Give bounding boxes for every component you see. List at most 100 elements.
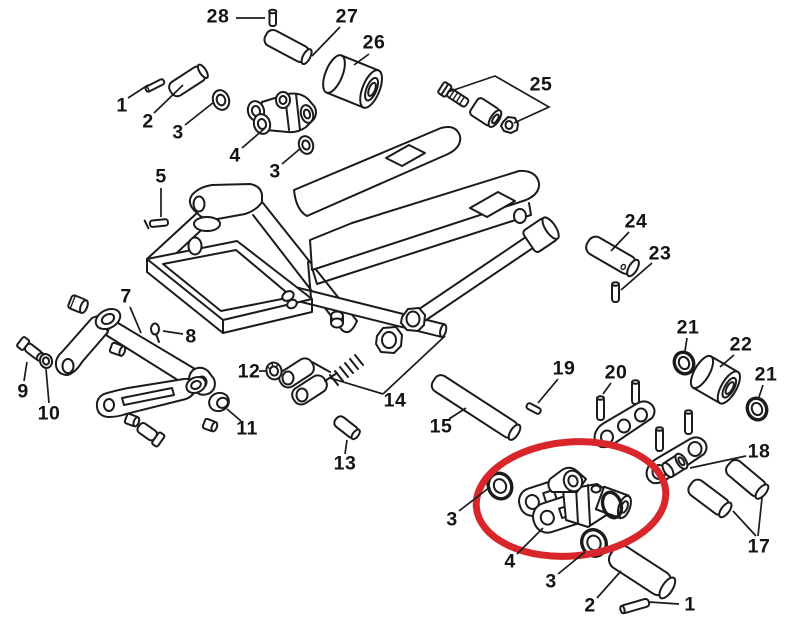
part-label-5: 5 bbox=[155, 165, 167, 188]
part-19-pin bbox=[525, 402, 542, 415]
part-label-3: 3 bbox=[545, 570, 557, 593]
part-label-17: 17 bbox=[747, 535, 771, 558]
leader-line bbox=[447, 75, 551, 124]
part-9-pin bbox=[16, 336, 45, 362]
leader-line bbox=[162, 330, 184, 335]
part-label-26: 26 bbox=[362, 31, 386, 54]
leader-line bbox=[557, 551, 586, 575]
link-pin bbox=[631, 379, 693, 452]
leader-line bbox=[226, 408, 242, 422]
leader-line bbox=[648, 601, 680, 605]
leader-line bbox=[281, 147, 302, 165]
part-28-pin bbox=[268, 8, 278, 27]
part-14-adjusting-clevis bbox=[278, 307, 426, 406]
part-8-pin bbox=[150, 322, 160, 343]
part-11-bushing bbox=[208, 391, 230, 413]
leader-line bbox=[23, 361, 28, 382]
part-17-pin bbox=[687, 478, 733, 519]
part-label-3: 3 bbox=[172, 121, 184, 144]
leader-line bbox=[516, 527, 544, 555]
part-3-washer bbox=[211, 89, 231, 111]
part-label-9: 9 bbox=[17, 380, 29, 403]
part-label-24: 24 bbox=[624, 210, 648, 233]
part-20-pin bbox=[596, 395, 605, 421]
leader-line bbox=[329, 377, 384, 395]
leader-line bbox=[45, 368, 50, 404]
pylon-bushing bbox=[67, 294, 89, 315]
part-label-20: 20 bbox=[604, 361, 628, 384]
leader-line bbox=[344, 439, 348, 455]
part-label-7: 7 bbox=[120, 285, 132, 308]
part-label-27: 27 bbox=[335, 5, 359, 28]
leader-line bbox=[382, 335, 446, 395]
leader-line bbox=[610, 231, 630, 252]
part-label-19: 19 bbox=[552, 357, 576, 380]
part-4-yoke bbox=[246, 91, 317, 135]
part-label-1: 1 bbox=[684, 593, 696, 616]
part-label-3: 3 bbox=[446, 508, 458, 531]
leader-line bbox=[719, 354, 735, 368]
part-label-28: 28 bbox=[206, 5, 230, 28]
part-label-8: 8 bbox=[185, 325, 197, 348]
part-3-washer bbox=[297, 135, 315, 155]
leader-line bbox=[311, 26, 341, 57]
leader-line bbox=[448, 407, 467, 420]
part-1-pin bbox=[619, 597, 651, 615]
part-13-pin bbox=[333, 415, 361, 441]
leader-line bbox=[184, 101, 215, 126]
part-label-18: 18 bbox=[747, 440, 771, 463]
bell-crank-arm bbox=[95, 341, 219, 448]
leader-line bbox=[602, 382, 612, 395]
leader-line bbox=[758, 384, 764, 398]
leader-line bbox=[241, 128, 265, 149]
part-1-pin bbox=[144, 78, 166, 93]
part-label-13: 13 bbox=[333, 452, 357, 475]
leader-lines bbox=[23, 17, 764, 605]
leader-line bbox=[596, 570, 622, 599]
part-label-25: 25 bbox=[529, 73, 553, 96]
leader-line bbox=[153, 84, 184, 114]
leader-line bbox=[757, 497, 763, 537]
part-label-15: 15 bbox=[429, 415, 453, 438]
part-7-lever-arm bbox=[54, 307, 216, 396]
part-label-22: 22 bbox=[729, 333, 753, 356]
part-label-4: 4 bbox=[229, 144, 241, 167]
part-label-11: 11 bbox=[236, 417, 258, 440]
part-27-pin bbox=[263, 28, 313, 66]
leader-line bbox=[689, 455, 747, 469]
part-5-pin bbox=[143, 218, 169, 230]
leader-line bbox=[353, 53, 370, 66]
pump-pull-rod bbox=[408, 216, 560, 328]
part-17-pin bbox=[725, 458, 770, 500]
part-23-pin bbox=[611, 281, 620, 303]
part-12-nut bbox=[265, 361, 283, 381]
part-label-12: 12 bbox=[237, 360, 261, 383]
part-label-21: 21 bbox=[754, 363, 778, 386]
leader-line bbox=[684, 337, 688, 352]
part-label-14: 14 bbox=[383, 389, 407, 412]
highlight-ellipse bbox=[472, 438, 670, 560]
part-label-2: 2 bbox=[584, 594, 596, 617]
part-10-washer bbox=[38, 353, 54, 369]
part-label-4: 4 bbox=[504, 550, 516, 573]
leader-line bbox=[620, 262, 653, 291]
leader-line bbox=[458, 486, 491, 512]
part-21-washer bbox=[672, 350, 696, 376]
part-26-roller bbox=[322, 54, 383, 109]
pallet-jack-frame bbox=[146, 126, 541, 338]
part-label-10: 10 bbox=[37, 402, 61, 425]
leader-line bbox=[537, 378, 559, 404]
part-label-23: 23 bbox=[648, 242, 672, 265]
leader-line bbox=[127, 84, 149, 99]
part-label-21: 21 bbox=[676, 316, 700, 339]
leader-line bbox=[129, 306, 142, 334]
part-label-3: 3 bbox=[269, 160, 281, 183]
part-3-washer bbox=[486, 471, 514, 501]
part-21-washer bbox=[745, 396, 769, 422]
part-label-2: 2 bbox=[142, 110, 154, 133]
part-4-yoke-highlighted bbox=[518, 466, 632, 534]
part-label-1: 1 bbox=[116, 94, 128, 117]
